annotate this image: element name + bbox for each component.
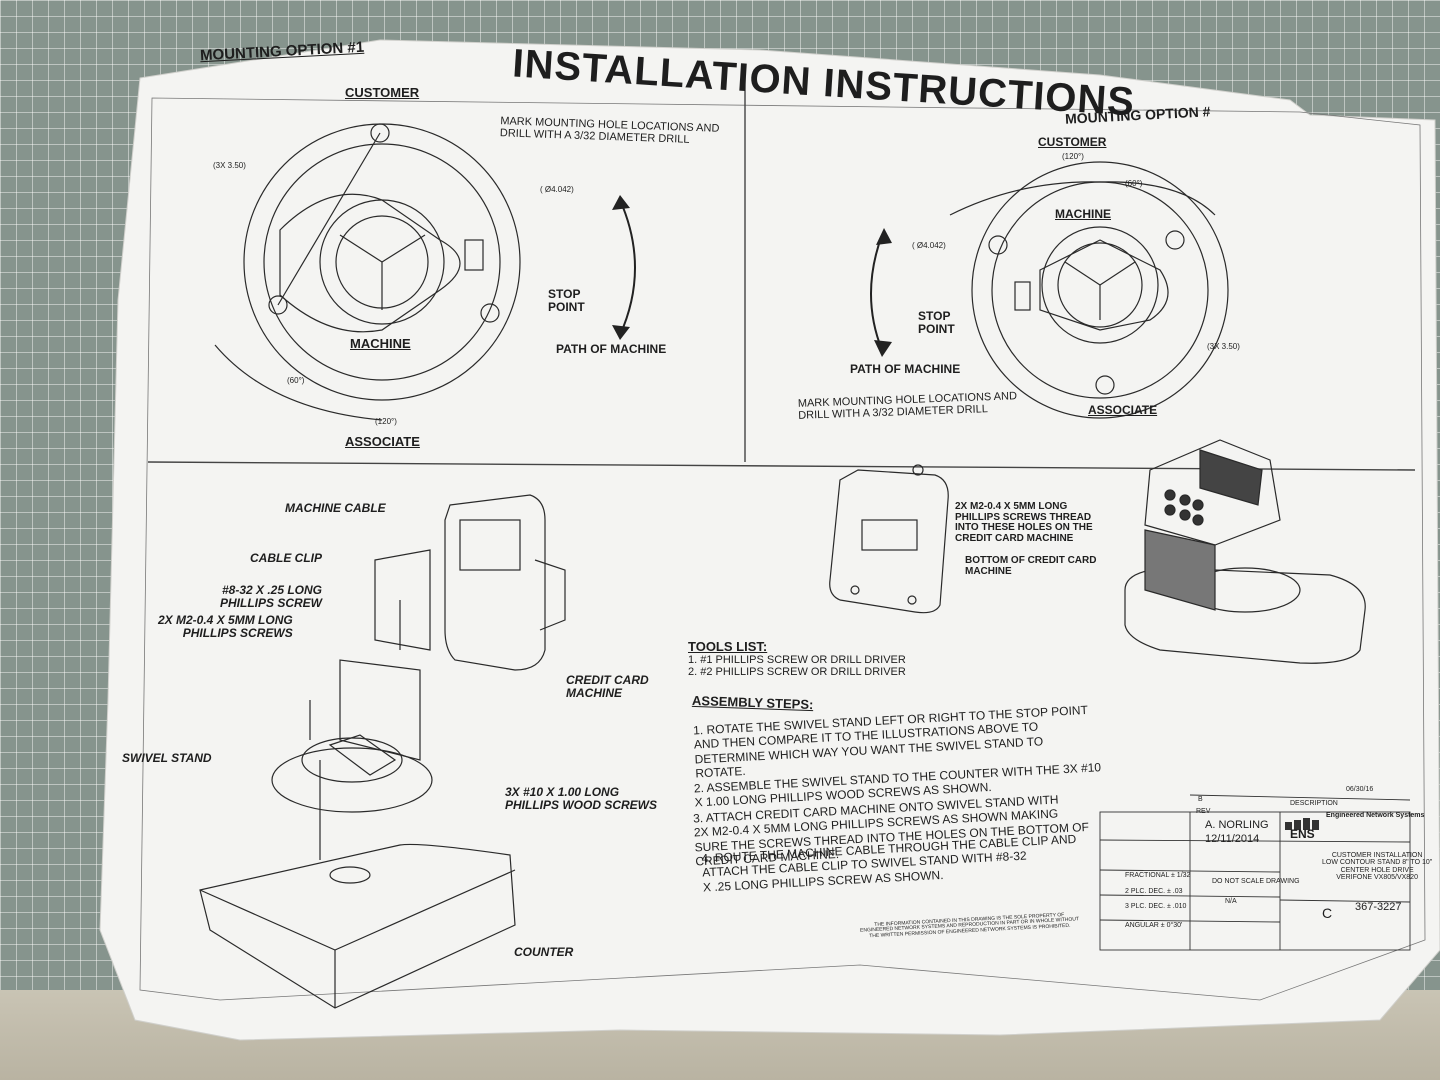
callout-wood-screws: 3X #10 X 1.00 LONG PHILLIPS WOOD SCREWS	[505, 785, 658, 812]
option1-machine-label: MACHINE	[350, 336, 411, 351]
tb-company: Engineered Network Systems	[1326, 812, 1425, 819]
option2-machine-label: MACHINE	[1055, 207, 1111, 221]
option1-dim-d: (120°)	[375, 417, 397, 426]
tb-angular: ANGULAR ± 0°30'	[1125, 922, 1183, 929]
option1-dim-a: (3X 3.50)	[213, 161, 246, 170]
mounted-terminal-drawing	[1124, 439, 1366, 664]
option2-associate-label: ASSOCIATE	[1088, 403, 1158, 417]
tools-heading: TOOLS LIST:	[688, 639, 768, 654]
credit-card-machine-bottom-drawing	[829, 464, 949, 614]
option1-customer-label: CUSTOMER	[345, 85, 420, 100]
tb-rev-date: 06/30/16	[1346, 786, 1374, 793]
option1-path-label: PATH OF MACHINE	[556, 342, 667, 356]
tb-date: 12/11/2014	[1205, 833, 1260, 845]
tb-description: DESCRIPTION	[1290, 800, 1338, 807]
option1-rotation-arrow	[619, 199, 636, 336]
option2-dim-d: (3X 3.50)	[1207, 342, 1240, 351]
option2-dim-c: ( Ø4.042)	[912, 241, 946, 250]
frame	[139, 97, 1426, 1001]
tb-3plc: 3 PLC. DEC. ± .010	[1125, 903, 1187, 910]
option2-path-label: PATH OF MACHINE	[850, 362, 961, 376]
option1-associate-label: ASSOCIATE	[345, 434, 420, 449]
callout-bottom-note: BOTTOM OF CREDIT CARD MACHINE	[965, 555, 1097, 577]
tb-2plc: 2 PLC. DEC. ± .03	[1125, 888, 1183, 895]
assembly-exploded-drawing	[199, 494, 566, 1009]
tb-na: N/A	[1225, 898, 1237, 905]
ens-logo-mark	[1285, 818, 1319, 830]
tb-size: C	[1322, 905, 1333, 921]
option2-dim-a: (120°)	[1062, 152, 1084, 161]
callout-thread-note: 2X M2-0.4 X 5MM LONG PHILLIPS SCREWS THR…	[955, 501, 1093, 544]
tb-rev-letter: B	[1198, 796, 1203, 803]
tb-logo: ENS	[1290, 827, 1315, 841]
option1-dim-b: ( Ø4.042)	[540, 185, 574, 194]
tb-title-text: CUSTOMER INSTALLATION LOW CONTOUR STAND …	[1322, 852, 1433, 882]
callout-m2-screws: 2X M2-0.4 X 5MM LONG PHILLIPS SCREWS	[158, 613, 293, 640]
title-block-grid	[1099, 794, 1411, 951]
tb-dwg-no: 367-3227	[1355, 901, 1402, 913]
callout-swivel-stand: SWIVEL STAND	[122, 751, 212, 765]
option2-rotation-arrow	[870, 234, 883, 351]
callout-cable-clip: CABLE CLIP	[250, 551, 322, 565]
option1-dim-c: (60°)	[287, 376, 305, 385]
option1-stop-point: STOP POINT	[548, 287, 585, 314]
option1-plate-drawing	[214, 123, 521, 421]
option2-plate-drawing	[949, 161, 1229, 419]
tb-rev: REV	[1196, 808, 1211, 815]
tb-drawn-by: A. NORLING	[1205, 819, 1269, 831]
tools-item-2: 2. #2 PHILLIPS SCREW OR DRILL DRIVER	[688, 666, 906, 678]
tb-fractional: FRACTIONAL ± 1/32	[1125, 872, 1191, 879]
option2-dim-b: (60°)	[1125, 179, 1143, 188]
tb-do-not-scale: DO NOT SCALE DRAWING	[1212, 878, 1300, 885]
callout-8-32-screw: #8-32 X .25 LONG PHILLIPS SCREW	[220, 583, 323, 610]
tools-item-1: 1. #1 PHILLIPS SCREW OR DRILL DRIVER	[688, 654, 906, 666]
paper	[99, 39, 1440, 1041]
option2-customer-label: CUSTOMER	[1038, 135, 1107, 149]
callout-counter: COUNTER	[514, 945, 574, 959]
callout-credit-card-machine: CREDIT CARD MACHINE	[566, 673, 649, 700]
callout-machine-cable: MACHINE CABLE	[285, 501, 386, 515]
option2-stop-point: STOP POINT	[918, 309, 955, 336]
